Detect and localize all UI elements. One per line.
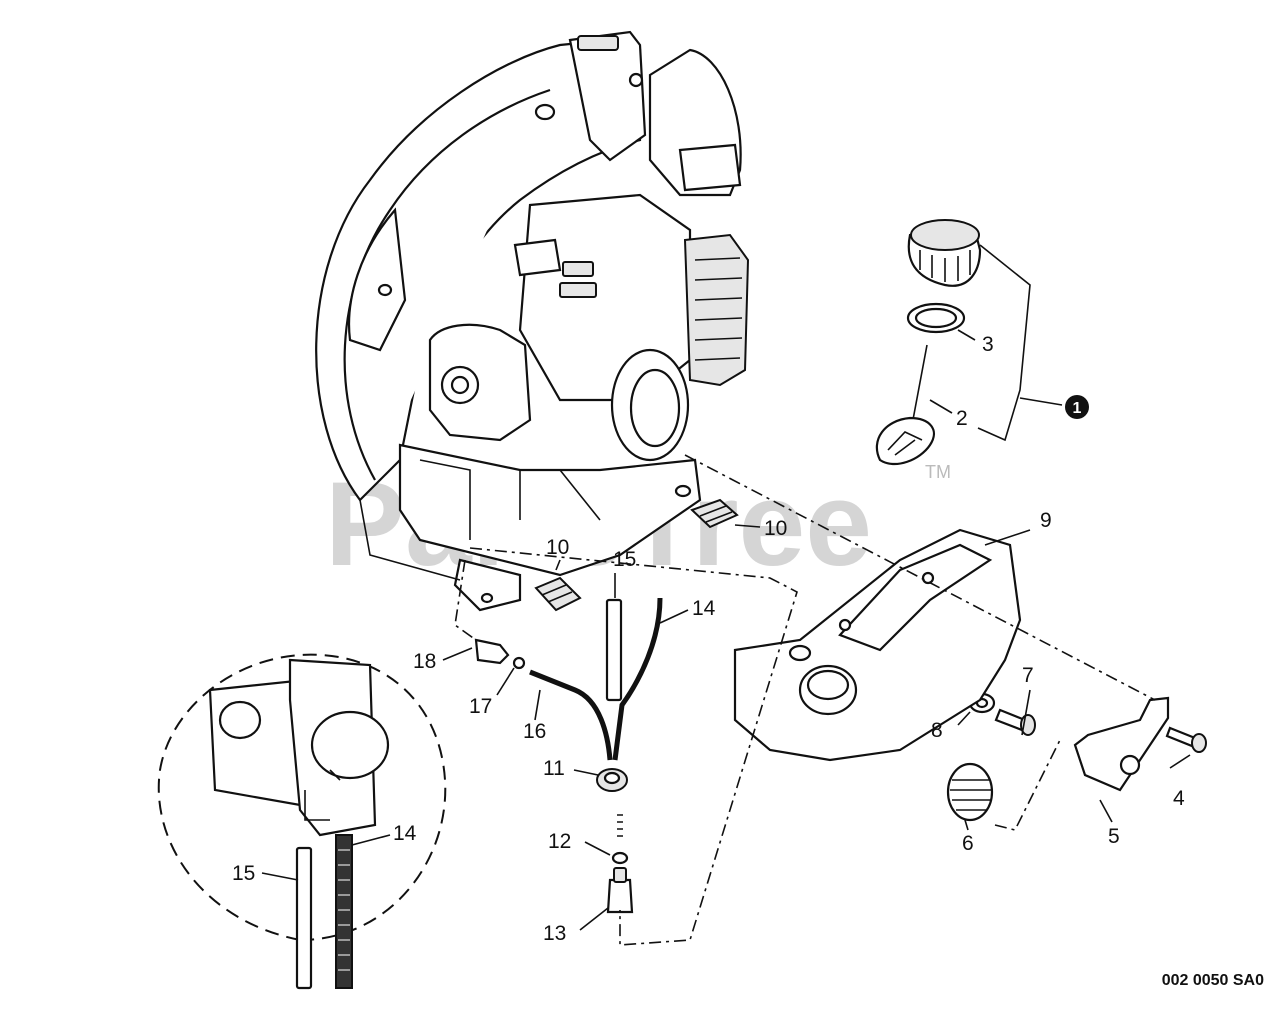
callout-11: 11 xyxy=(543,757,565,780)
bracket-5 xyxy=(1073,696,1170,792)
grommet-6 xyxy=(946,762,994,822)
assembly-line-b xyxy=(469,547,798,946)
callout-1: 1 xyxy=(1073,400,1082,417)
callout-3: 3 xyxy=(982,333,994,356)
fuel-line-14 xyxy=(612,597,663,761)
bolt-7 xyxy=(994,708,1036,736)
callout-14a: 14 xyxy=(692,597,716,620)
blower-engine-assembly xyxy=(315,30,750,612)
tube-15 xyxy=(605,598,623,702)
fuel-tank-9 xyxy=(733,528,1022,762)
callout-10b: 10 xyxy=(764,517,787,540)
callout-18: 18 xyxy=(413,650,436,673)
callout-5: 5 xyxy=(1108,825,1120,848)
callout-1-badge xyxy=(1065,395,1089,419)
fuel-cap xyxy=(907,219,982,287)
callout-8: 8 xyxy=(931,719,943,742)
callout-9: 9 xyxy=(1040,509,1052,532)
line-16 xyxy=(529,669,613,761)
kit-bracket-line xyxy=(977,244,1063,442)
mount-10a xyxy=(534,576,582,612)
callout-7: 7 xyxy=(1022,664,1034,687)
assembly-line-a xyxy=(454,559,477,641)
callout-13: 13 xyxy=(543,922,566,945)
callout-2: 2 xyxy=(956,407,968,430)
diagram-code: 002 0050 SA0 xyxy=(1162,972,1264,989)
callout-12: 12 xyxy=(548,830,571,853)
oring-12 xyxy=(611,814,629,865)
callout-10a: 10 xyxy=(546,536,569,559)
carburetor-detail xyxy=(157,653,447,990)
fuel-strainer xyxy=(875,344,935,466)
callout-14b: 14 xyxy=(393,822,417,845)
callout-6: 6 xyxy=(962,832,974,855)
fitting-18 xyxy=(474,638,510,665)
assembly-line-d xyxy=(994,739,1061,831)
grommet-11 xyxy=(596,768,628,792)
callout-4: 4 xyxy=(1173,787,1185,810)
cap-gasket xyxy=(906,302,966,334)
ring-17 xyxy=(512,656,526,670)
leader-lines xyxy=(261,329,1191,931)
callout-16: 16 xyxy=(523,720,546,743)
callout-15a: 15 xyxy=(613,548,636,571)
watermark-trademark: TM xyxy=(925,462,951,482)
callout-17: 17 xyxy=(469,695,492,718)
fuel-filter-13 xyxy=(606,867,634,914)
callout-15b: 15 xyxy=(232,862,255,885)
bolt-4 xyxy=(1165,726,1207,753)
mount-10b xyxy=(690,498,739,529)
